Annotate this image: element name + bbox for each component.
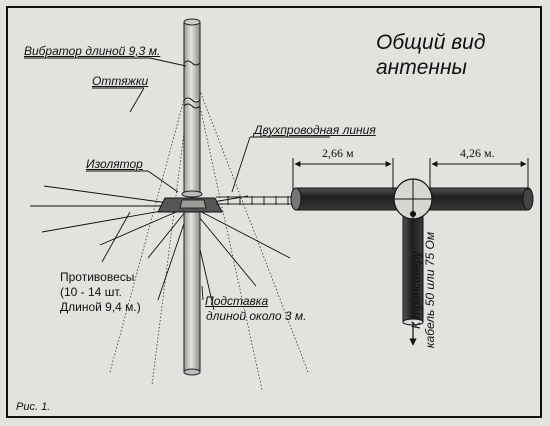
label-stand-2: длиной около 3 м. (206, 309, 307, 323)
dimension-lines (292, 158, 529, 190)
counterpoises-line-3: Длиной 9,4 м.) (60, 300, 141, 314)
title-line-2: антенны (376, 56, 467, 79)
feed-tube-left (295, 187, 399, 211)
feed-tube-right (427, 187, 529, 211)
to-transceiver-line-1: К трансиверу (409, 251, 423, 329)
leader-lines (24, 57, 330, 301)
counterpoises-line-2: (10 - 14 шт. (60, 285, 122, 299)
label-twin-line: Двухпроводная линия (254, 123, 376, 137)
label-counterpoises: Противовесы (10 - 14 шт. Длиной 9,4 м.) (60, 270, 141, 315)
figure-caption: Рис. 1. (16, 401, 51, 413)
twin-lead-line (216, 196, 296, 205)
label-to-transceiver: К трансиверу кабель 50 или 75 Ом (409, 232, 437, 348)
title-line-1: Общий вид (376, 31, 486, 54)
diagram-title: Общий вид антенны (376, 30, 485, 80)
guy-wires (109, 69, 309, 391)
label-insulator: Изолятор (86, 157, 143, 171)
label-vibrator: Вибратор длиной 9,3 м. (24, 44, 161, 58)
counterpoises-line-1: Противовесы (60, 270, 135, 284)
dimension-arm-length: 4,26 м. (460, 146, 495, 160)
dimension-line-length: 2,66 м (322, 146, 354, 160)
label-stand-1: Подставка (205, 294, 269, 308)
label-guys: Оттяжки (92, 74, 149, 88)
figure-frame (6, 6, 542, 418)
stand-mast (183, 209, 201, 373)
to-transceiver-line-2: кабель 50 или 75 Ом (423, 231, 437, 349)
